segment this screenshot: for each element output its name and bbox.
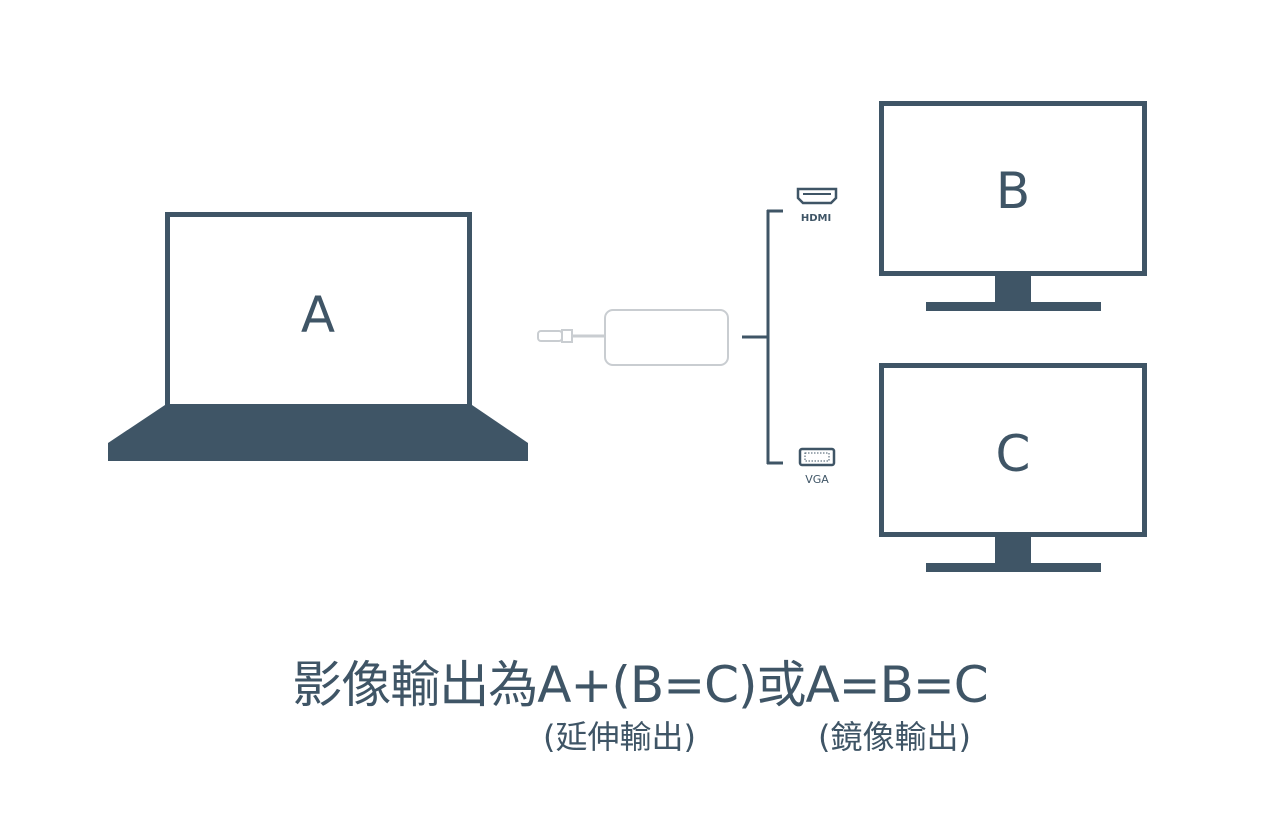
monitor-b-label: B [996, 162, 1030, 220]
caption-mirror-note: (鏡像輸出) [818, 718, 971, 756]
vga-port: VGA [798, 447, 836, 486]
caption-main: 影像輸出為A+(B=C)或A=B=C [292, 656, 988, 714]
monitor-c-stand [926, 563, 1101, 572]
hdmi-port-icon [796, 187, 838, 205]
monitor-c-neck [995, 537, 1031, 563]
output-bracket [742, 209, 783, 465]
vga-label: VGA [805, 473, 829, 486]
caption-extended-note: (延伸輸出) [543, 718, 696, 756]
usb-c-plug-icon [537, 330, 563, 342]
usb-c-adapter [537, 309, 729, 366]
monitor-c: C [879, 363, 1147, 572]
vga-port-icon [798, 447, 836, 467]
monitor-c-screen [879, 363, 1147, 537]
laptop-label: A [301, 286, 335, 344]
hdmi-port: HDMI [796, 187, 838, 224]
monitor-b: B [879, 101, 1147, 311]
monitor-b-screen [879, 101, 1147, 276]
monitor-b-neck [995, 276, 1031, 303]
laptop-base [108, 405, 528, 461]
plug-collar [561, 329, 573, 343]
hdmi-label: HDMI [801, 213, 831, 224]
monitor-b-stand [926, 302, 1101, 311]
adapter-hub [604, 309, 729, 366]
monitor-c-label: C [996, 425, 1031, 483]
laptop-a: A [108, 212, 528, 461]
